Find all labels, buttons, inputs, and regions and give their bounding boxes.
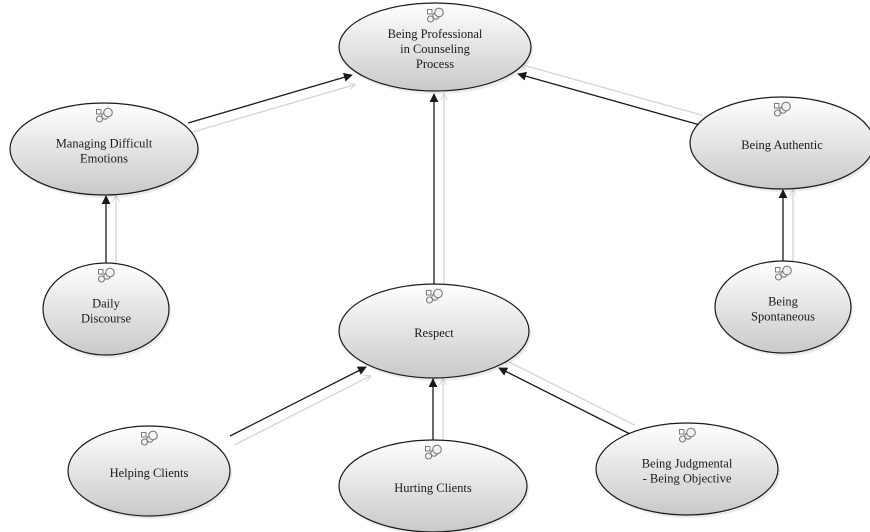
- code-group-icon: [425, 288, 443, 304]
- ghost-link-emotions-to-professional: [190, 85, 355, 134]
- link-authentic-to-professional: [517, 71, 701, 126]
- link-helping-to-respect: [229, 366, 367, 437]
- code-group-icon: [95, 107, 113, 123]
- node-helping[interactable]: Helping Clients: [67, 425, 232, 519]
- links-layer: [101, 64, 793, 446]
- node-ellipse: [714, 260, 852, 354]
- node-label-line: Being: [768, 295, 799, 309]
- node-judgmental[interactable]: Being Judgmental- Being Objective: [595, 422, 780, 518]
- node-label-line: Emotions: [80, 152, 128, 166]
- node-ellipse: [338, 439, 528, 532]
- node-label-line: Being Authentic: [741, 138, 823, 152]
- code-group-icon: [678, 427, 696, 443]
- node-label-line: Being Judgmental: [642, 457, 733, 471]
- code-group-icon: [424, 444, 442, 460]
- node-label-line: Being Professional: [388, 27, 483, 41]
- node-hurting[interactable]: Hurting Clients: [338, 439, 529, 532]
- node-authentic[interactable]: Being Authentic: [689, 96, 870, 192]
- node-label-line: in Counseling: [400, 42, 471, 56]
- node-ellipse: [338, 2, 532, 92]
- node-label-line: Spontaneous: [751, 310, 815, 324]
- node-ellipse: [9, 102, 199, 196]
- node-label-line: Managing Difficult: [56, 137, 153, 151]
- node-label-line: Discourse: [81, 312, 131, 326]
- node-label-line: Hurting Clients: [394, 481, 472, 495]
- code-group-icon: [140, 430, 158, 446]
- code-group-icon: [774, 265, 792, 281]
- ghost-link-judgmental-to-respect: [503, 359, 635, 426]
- code-group-icon: [426, 7, 444, 23]
- node-ellipse: [42, 262, 170, 356]
- node-label-line: Helping Clients: [110, 466, 189, 480]
- node-ellipse: [595, 422, 779, 516]
- node-respect[interactable]: Respect: [338, 283, 531, 381]
- ghost-link-helping-to-respect: [234, 376, 371, 446]
- link-emotions-to-professional: [187, 72, 353, 124]
- node-label-line: Respect: [414, 326, 454, 340]
- node-label-line: Daily: [92, 297, 121, 311]
- code-group-icon: [773, 101, 791, 117]
- node-label-line: - Being Objective: [643, 472, 732, 486]
- code-group-icon: [97, 267, 115, 283]
- node-ellipse: [689, 96, 870, 190]
- ghost-link-authentic-to-professional: [521, 64, 703, 116]
- node-label-line: Process: [416, 57, 454, 71]
- node-ellipse: [338, 283, 530, 379]
- node-ellipse: [67, 425, 231, 517]
- link-judgmental-to-respect: [498, 367, 631, 435]
